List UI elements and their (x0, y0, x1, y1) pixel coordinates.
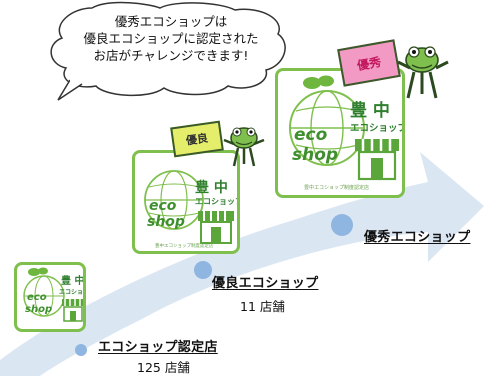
logo-eco-text: eco (149, 198, 177, 214)
logo-city-name: 豊 中 (195, 180, 228, 196)
logo-sub-text: エコショップ (59, 289, 84, 296)
tier-2-label: 優良エコショップ (212, 276, 319, 291)
globe-icon (23, 275, 65, 317)
globe-icon (144, 170, 204, 230)
shop-awning-icon (355, 139, 399, 181)
logo-eco-text: eco (27, 292, 47, 303)
leaf-sprout-icon (28, 267, 48, 276)
eco-shop-logo-good: eco shop 豊 中 エコショップ 豊中エコショップ制度認定店 (132, 150, 240, 254)
speech-bubble-text: 優秀エコショップは 優良エコショップに認定された お店がチャレンジできます! (72, 13, 270, 64)
logo-shop-text: shop (25, 304, 53, 315)
logo-shop-text: shop (147, 214, 185, 230)
tier-2-count: 11 店舗 (240, 299, 285, 314)
leaf-sprout-icon (303, 75, 334, 89)
bubble-line-3: お店がチャレンジできます! (93, 48, 249, 63)
frog-mascot-icon (223, 127, 265, 167)
eco-shop-logo-small: eco shop 豊 中 エコショップ (14, 262, 86, 332)
logo-footer-text: 豊中エコショップ制度認定店 (304, 185, 370, 191)
logo-footer-text: 豊中エコショップ制度認定店 (155, 244, 214, 249)
logo-sub-text: エコショップ (195, 197, 240, 206)
logo-city-name: 豊 中 (350, 101, 390, 121)
tier-1-label: エコショップ認定店 (98, 340, 218, 355)
bubble-line-2: 優良エコショップに認定された (83, 31, 259, 46)
logo-sub-text: エコショップ (350, 123, 405, 134)
frog-mascot-icon (397, 46, 449, 99)
logo-city-name: 豊 中 (61, 276, 85, 287)
tier-dot-3 (331, 214, 353, 236)
globe-icon (289, 90, 365, 166)
shop-awning-icon (198, 211, 234, 244)
bubble-line-1: 優秀エコショップは (114, 14, 228, 29)
logo-shop-text: shop (292, 145, 339, 165)
speech-bubble-icon (50, 1, 286, 101)
tier-3-label: 優秀エコショップ (364, 230, 471, 245)
tier-dot-2 (194, 261, 212, 279)
eco-shop-logo-excellent: eco shop 豊 中 エコショップ 豊中エコショップ制度認定店 (275, 68, 405, 198)
tier-dot-1 (75, 344, 87, 356)
logo-eco-text: eco (294, 125, 328, 145)
shop-awning-icon (62, 299, 83, 322)
tier-1-count: 125 店舗 (137, 360, 190, 375)
